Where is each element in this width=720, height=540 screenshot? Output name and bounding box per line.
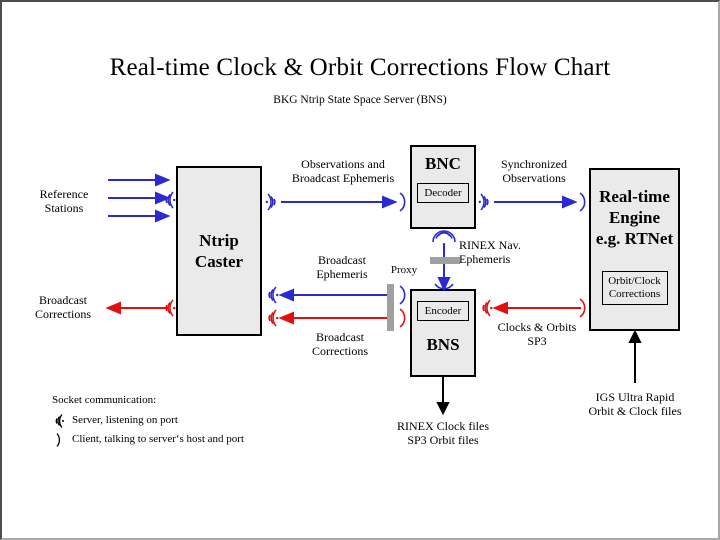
synchronized-observations-label: Synchronized Observations [501,157,567,185]
observations-ephemeris-arrow [281,195,398,209]
bns-encoder-box[interactable]: Encoder [417,301,469,321]
ntrip-caster-box[interactable]: Ntrip Caster [176,166,262,336]
server-socket-icon-bcep [268,286,279,304]
rinex-clock-files-label: RINEX Clock files SP3 Orbit files [397,419,489,447]
observations-ephemeris-label: Observations and Broadcast Ephemeris [291,157,395,185]
server-socket-icon-clkorb [482,299,493,317]
server-socket-icon-legend [55,413,64,428]
bnc-decoder-box[interactable]: Decoder [417,183,469,203]
clocks-orbits-sp3-label: Clocks & Orbits SP3 [497,320,577,348]
proxy-label: Proxy [390,264,418,276]
client-socket-icon-bccor [399,308,406,328]
server-socket-icon-broadcast [165,299,176,317]
legend-client-text: Client, talking to server‘s host and por… [72,433,244,445]
igs-ultra-rapid-arrow [628,329,642,383]
legend-item-server: Server, listening on port [52,412,352,429]
rt-engine-label: Real-time Engine e.g. RTNet [595,187,674,248]
client-socket-icon-legend [56,432,61,447]
legend: Socket communication: Server, listening … [52,392,352,448]
ntrip-caster-label: Ntrip Caster [194,231,244,271]
client-socket-icon-bcep [399,285,406,305]
broadcast-corrections-left-arrow [105,301,168,315]
igs-ultra-rapid-label: IGS Ultra Rapid Orbit & Clock files [588,390,682,418]
client-socket-icon-rtengine-in [579,192,586,212]
broadcast-corrections-mid-arrow [278,311,393,325]
proxy-bar-horizontal [430,257,460,264]
bns-label: BNS [426,335,460,354]
bnc-box[interactable]: BNC Decoder [410,145,476,229]
client-socket-icon-rtengine-out [579,298,586,318]
legend-server-text: Server, listening on port [72,414,178,426]
server-socket-icon [165,191,176,209]
client-socket-icon-bnc-in [399,192,406,212]
rinex-nav-ephemeris-label: RINEX Nav. Ephemeris [459,238,521,266]
legend-item-client: Client, talking to server‘s host and por… [52,431,352,448]
orbit-clock-corrections-box[interactable]: Orbit/Clock Corrections [601,271,668,305]
broadcast-corrections-mid-label: Broadcast Corrections [312,330,368,358]
rt-engine-box[interactable]: Real-time Engine e.g. RTNet Orbit/Clock … [589,168,680,331]
synchronized-observations-arrow [494,195,578,209]
broadcast-corrections-left-label: Broadcast Corrections [35,293,91,321]
server-socket-icon-bccor [268,309,279,327]
page-subtitle: BKG Ntrip State Space Server (BNS) [273,94,447,106]
broadcast-ephemeris-arrow [278,288,393,302]
rinex-clock-files-arrow [436,377,450,416]
clocks-orbits-arrow [492,301,581,315]
page-title: Real-time Clock & Orbit Corrections Flow… [109,54,611,81]
bnc-label: BNC [425,154,461,173]
bns-box[interactable]: Encoder BNS [410,289,476,377]
reference-stations-label: Reference Stations [39,187,89,215]
broadcast-ephemeris-label: Broadcast Ephemeris [316,253,368,281]
legend-heading: Socket communication: [52,394,157,406]
server-socket-icon-sync [478,193,489,211]
proxy-bar-vertical [387,284,394,331]
client-socket-icon-bns-nav [434,283,454,290]
reference-stations-arrows [108,173,171,223]
server-socket-icon-obs [265,193,276,211]
